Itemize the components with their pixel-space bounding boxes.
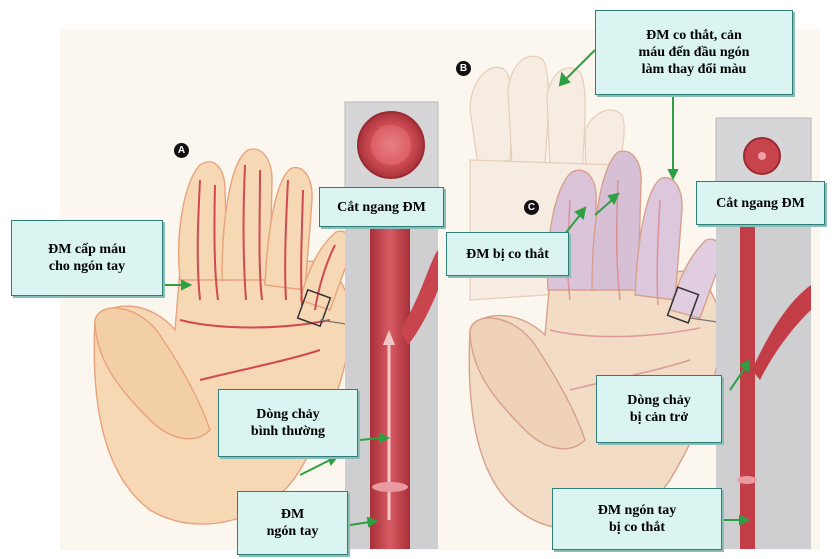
label-digital-artery-spasm: ĐM ngón tay bị co thắt (552, 488, 722, 550)
artery-column-right (716, 198, 811, 549)
label-artery-supply: ĐM cấp máu cho ngón tay (11, 220, 163, 296)
marker-c: C (524, 200, 539, 215)
label-digital-artery: ĐM ngón tay (237, 491, 348, 555)
marker-a: A (174, 143, 189, 158)
label-blocked-flow: Dòng chảy bị cản trở (596, 375, 722, 443)
label-normal-flow: Dòng chảy bình thường (218, 389, 358, 457)
marker-b: B (456, 61, 471, 76)
label-cross-section-right: Cắt ngang ĐM (696, 181, 825, 225)
label-constricted-artery: ĐM bị co thắt (446, 232, 569, 276)
label-spasm-top: ĐM co thắt, cản máu đến đầu ngón làm tha… (595, 10, 793, 95)
label-cross-section-left: Cắt ngang ĐM (319, 187, 444, 227)
